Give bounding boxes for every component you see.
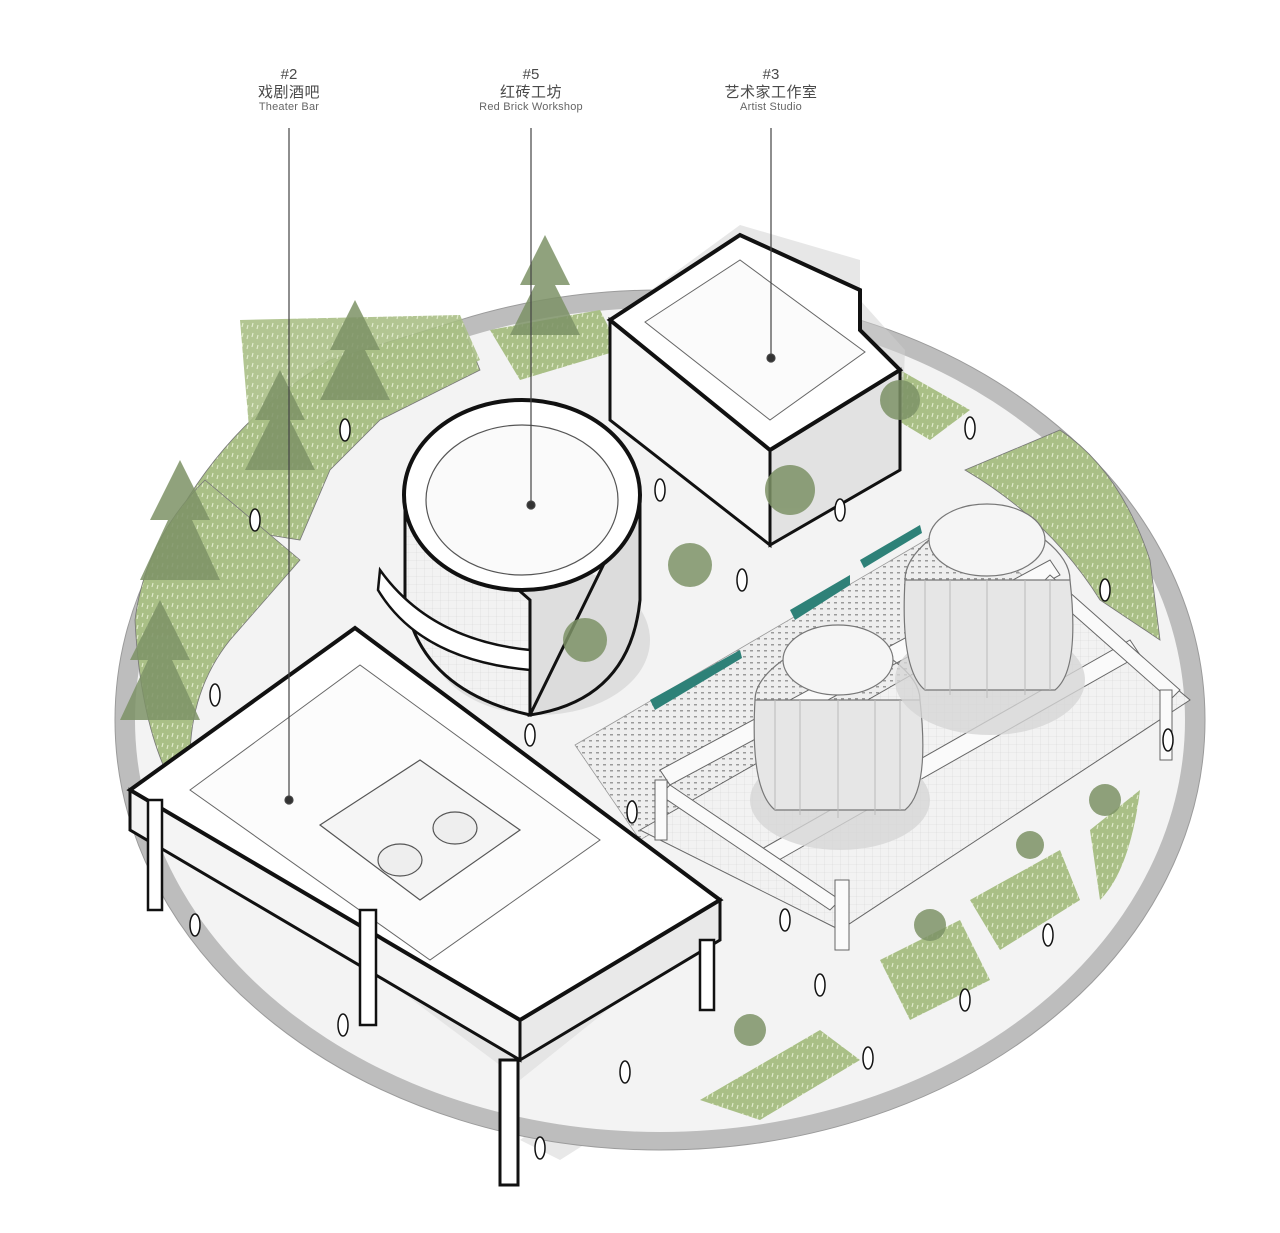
label-artist-studio: #3 艺术家工作室 Artist Studio	[661, 66, 881, 114]
label-name-en: Red Brick Workshop	[479, 101, 583, 113]
label-name-en: Artist Studio	[740, 101, 802, 113]
label-red-brick-workshop: #5 红砖工坊 Red Brick Workshop	[421, 66, 641, 114]
glass-tank-left	[750, 624, 930, 850]
label-theater-bar: #2 戏剧酒吧 Theater Bar	[179, 66, 399, 114]
leader-lines	[284, 128, 776, 805]
label-number: #2	[280, 66, 298, 83]
trees	[120, 235, 1121, 1046]
building-theater-bar	[126, 625, 724, 1187]
label-name-zh: 红砖工坊	[499, 83, 562, 101]
building-artist-studio	[606, 225, 905, 549]
label-name-en: Theater Bar	[258, 101, 320, 113]
people	[189, 416, 1174, 1160]
leader-dot-artist-studio	[766, 353, 776, 363]
label-number: #5	[522, 66, 540, 83]
leader-dot-red-brick-workshop	[526, 500, 536, 510]
label-number: #3	[762, 66, 780, 83]
building-red-brick-workshop	[376, 398, 650, 717]
leader-dot-theater-bar	[284, 795, 294, 805]
label-name-zh: 艺术家工作室	[724, 83, 818, 101]
label-name-zh: 戏剧酒吧	[257, 83, 320, 101]
glass-tank-right	[895, 503, 1085, 735]
